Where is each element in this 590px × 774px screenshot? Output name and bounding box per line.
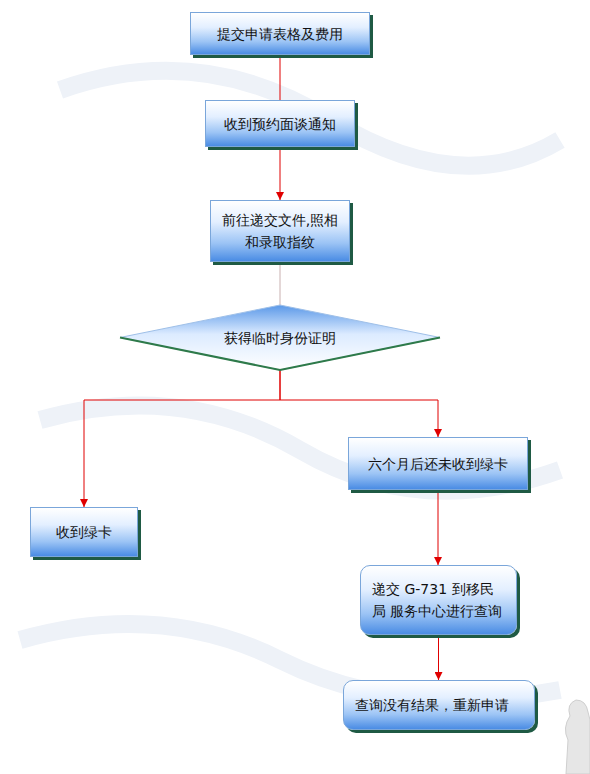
flow-connector [84,370,280,507]
flow-connector [438,635,439,680]
node-label: 查询没有结果，重新申请 [355,694,509,716]
text-group: 六个月后还未收到绿卡 [368,453,508,475]
flow-connector [438,490,439,565]
node-label: 递交 G-731 到移民局 服务中心进行查询 [372,578,505,622]
watermark-swirl [20,71,560,700]
flow-connector [280,147,281,200]
decision-diamond: 获得临时身份证明 [120,305,440,370]
statue-illustration [565,700,590,774]
process-box: 六个月后还未收到绿卡 [348,437,528,490]
flow-connector [280,262,281,305]
node-label: 收到绿卡 [56,521,112,543]
node-label: 收到预约面谈通知 [224,113,336,135]
text-group: 查询没有结果，重新申请 [355,694,509,716]
process-box: 提交申请表格及费用 [190,12,370,55]
watermark-swirl [40,405,560,490]
process-box: 收到绿卡 [30,507,138,557]
flow-connector [280,370,438,437]
text-group: 提交申请表格及费用 [217,23,343,45]
rounded-process-box: 查询没有结果，重新申请 [343,680,535,730]
text-group: 前往递交文件,照相 和录取指纹 [219,209,341,253]
process-box: 前往递交文件,照相 和录取指纹 [210,200,350,262]
process-box: 收到预约面谈通知 [205,100,355,147]
rounded-process-box: 递交 G-731 到移民局 服务中心进行查询 [360,565,517,635]
text-group: 递交 G-731 到移民局 服务中心进行查询 [372,578,505,622]
text-group: 收到预约面谈通知 [224,113,336,135]
node-label: 六个月后还未收到绿卡 [368,453,508,475]
node-label: 获得临时身份证明 [224,327,336,349]
statue-illustration [565,700,590,774]
text-group: 收到绿卡 [56,521,112,543]
text-group: 获得临时身份证明 [224,327,336,349]
node-label: 提交申请表格及费用 [217,23,343,45]
diamond-shape [120,305,440,370]
watermark-swirl [60,71,560,166]
flow-connector [280,55,281,100]
node-label: 前往递交文件,照相 和录取指纹 [219,209,341,253]
